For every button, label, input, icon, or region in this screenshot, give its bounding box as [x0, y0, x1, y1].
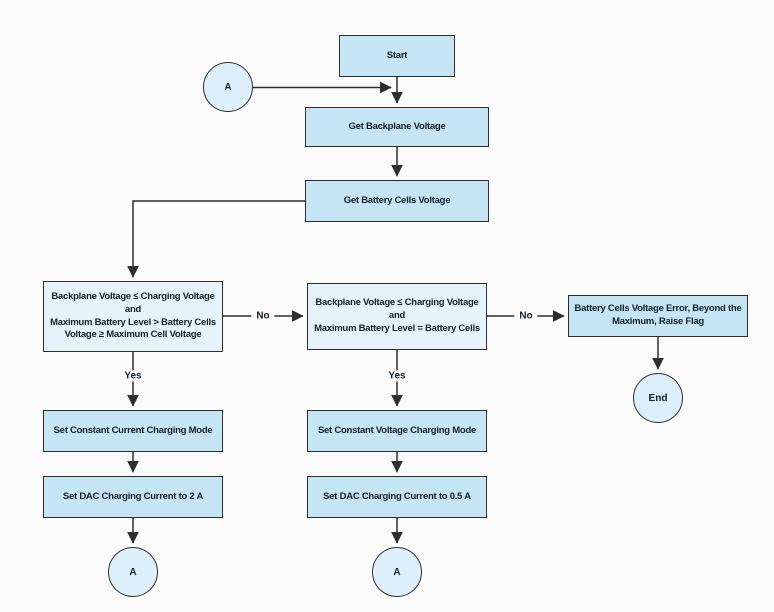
set-constant-voltage-mode-step: Set Constant Voltage Charging Mode [307, 410, 487, 452]
end-node: End [633, 373, 683, 423]
set-dac-current-05a-step: Set DAC Charging Current to 0.5 A [307, 476, 487, 518]
connector-a-left: A [108, 547, 158, 597]
edge-label-yes-middle: Yes [383, 370, 411, 382]
set-constant-current-mode-step: Set Constant Current Charging Mode [43, 410, 223, 452]
start-node: Start [339, 35, 455, 77]
edge-label-no-right: No [514, 310, 538, 322]
set-dac-current-2a-step: Set DAC Charging Current to 2 A [43, 476, 223, 518]
full-charge-condition-check: Backplane Voltage ≤ Charging Voltage and… [307, 283, 487, 350]
edge-label-no-left: No [251, 310, 275, 322]
edge-label-yes-left: Yes [119, 370, 147, 382]
edge-battery-to-condition-left [127, 200, 305, 278]
voltage-error-step: Battery Cells Voltage Error, Beyond the … [568, 295, 748, 337]
connector-a-top: A [203, 62, 253, 112]
connector-a-middle: A [372, 547, 422, 597]
get-battery-cells-voltage-step: Get Battery Cells Voltage [305, 180, 489, 222]
get-backplane-voltage-step: Get Backplane Voltage [305, 107, 489, 147]
charging-condition-check: Backplane Voltage ≤ Charging Voltage and… [43, 281, 223, 352]
